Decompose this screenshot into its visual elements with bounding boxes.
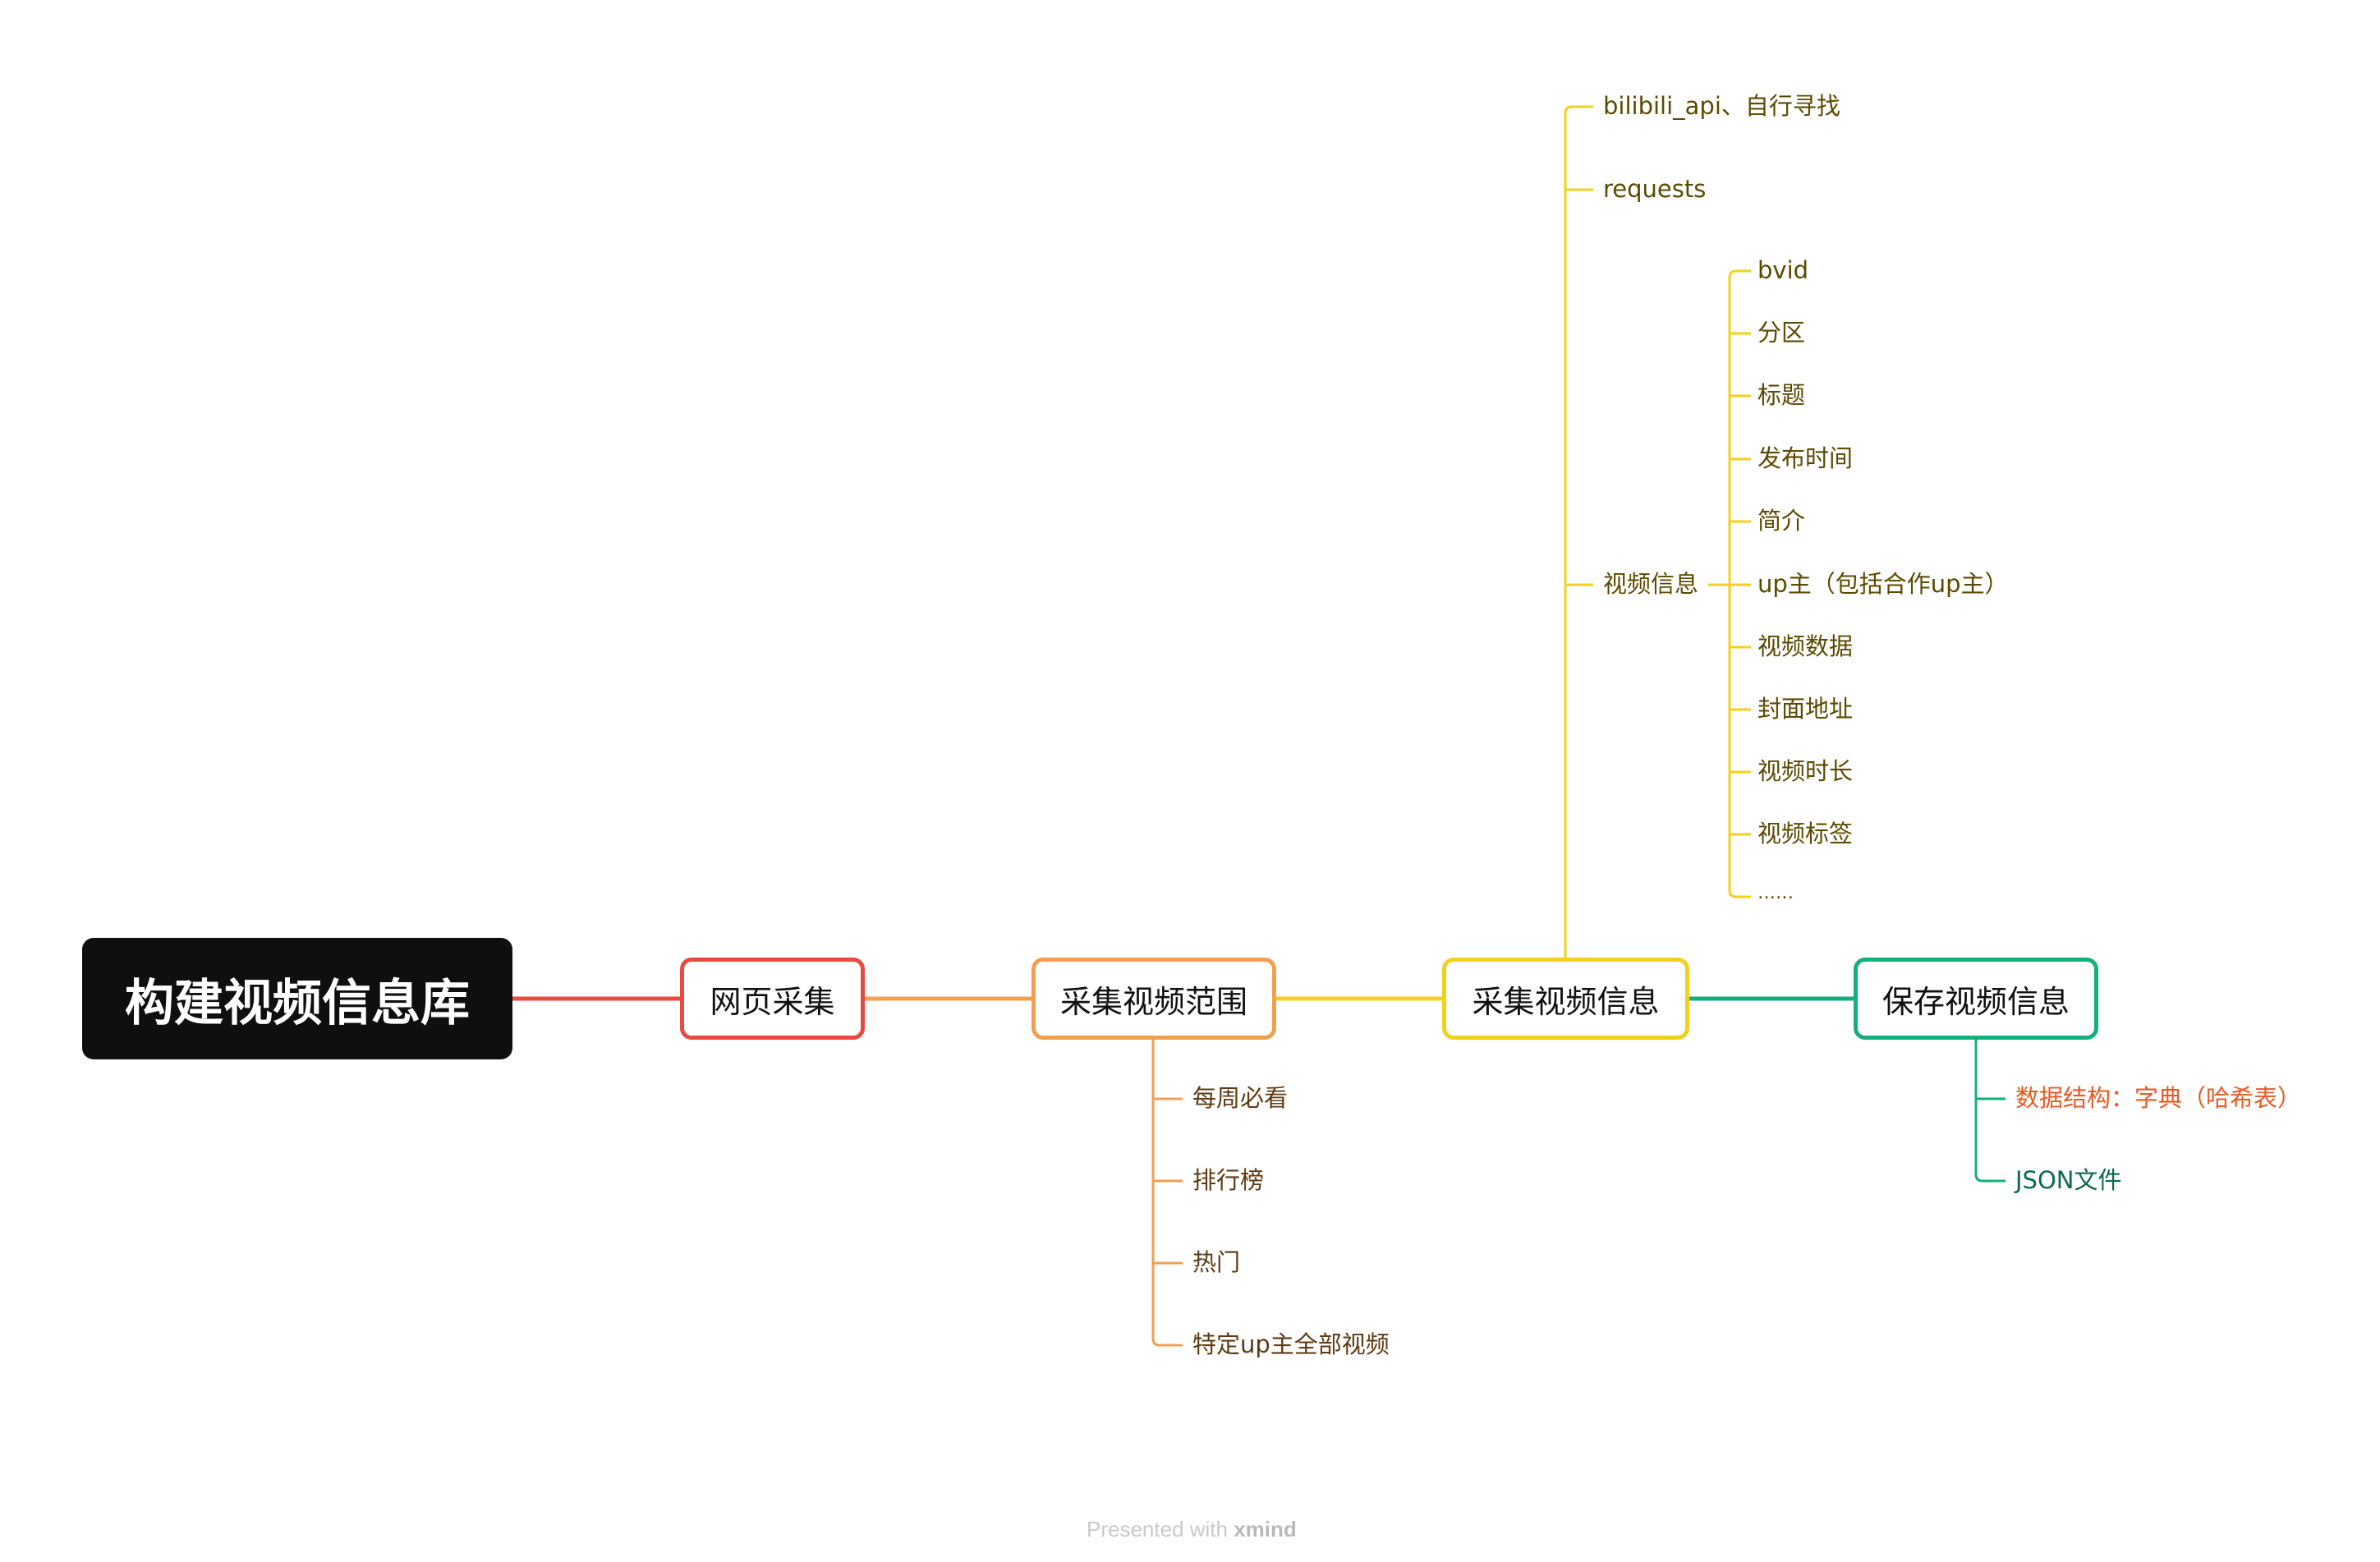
field-publish-time[interactable]: 发布时间 (1757, 444, 1854, 472)
field-video-data[interactable]: 视频数据 (1757, 632, 1854, 660)
topic-web-collect[interactable]: 网页采集 (680, 958, 865, 1040)
subtopic-requests[interactable]: requests (1603, 175, 1707, 203)
field-cover-url[interactable]: 封面地址 (1757, 695, 1854, 723)
topic-save-info[interactable]: 保存视频信息 (1854, 958, 2098, 1040)
field-uploader[interactable]: up主（包括合作up主） (1757, 570, 2009, 598)
subtopic-weekly[interactable]: 每周必看 (1192, 1084, 1289, 1112)
topic-collect-info[interactable]: 采集视频信息 (1442, 958, 1689, 1040)
xmind-logo: xmind (1234, 1517, 1297, 1541)
info-branch (1564, 105, 1593, 958)
field-duration[interactable]: 视频时长 (1757, 757, 1854, 785)
field-title[interactable]: 标题 (1757, 381, 1806, 409)
footer-prefix: Presented with (1087, 1517, 1234, 1541)
field-description[interactable]: 简介 (1757, 507, 1806, 535)
scope-branch (1151, 1040, 1183, 1347)
subtopic-ranking[interactable]: 排行榜 (1192, 1166, 1265, 1194)
subtopic-video-info[interactable]: 视频信息 (1603, 570, 1699, 598)
subtopic-bilibili-api[interactable]: bilibili_api、自行寻找 (1603, 92, 1840, 120)
field-bvid[interactable]: bvid (1757, 256, 1809, 284)
subtopic-up-all-videos[interactable]: 特定up主全部视频 (1192, 1330, 1390, 1358)
field-partition[interactable]: 分区 (1757, 319, 1806, 347)
footer-credit: Presented with xmind (1087, 1517, 1297, 1542)
subtopic-data-structure[interactable]: 数据结构：字典（哈希表） (2015, 1084, 2302, 1112)
subtopic-hot[interactable]: 热门 (1192, 1248, 1241, 1276)
save-branch (1974, 1040, 2006, 1183)
topic-collect-scope[interactable]: 采集视频范围 (1031, 958, 1276, 1040)
subtopic-json-file[interactable]: JSON文件 (2015, 1166, 2122, 1194)
field-tags[interactable]: 视频标签 (1757, 820, 1854, 848)
fields-branch (1728, 269, 1751, 898)
root-topic[interactable]: 构建视频信息库 (82, 938, 512, 1059)
field-more[interactable]: …… (1757, 883, 1794, 903)
